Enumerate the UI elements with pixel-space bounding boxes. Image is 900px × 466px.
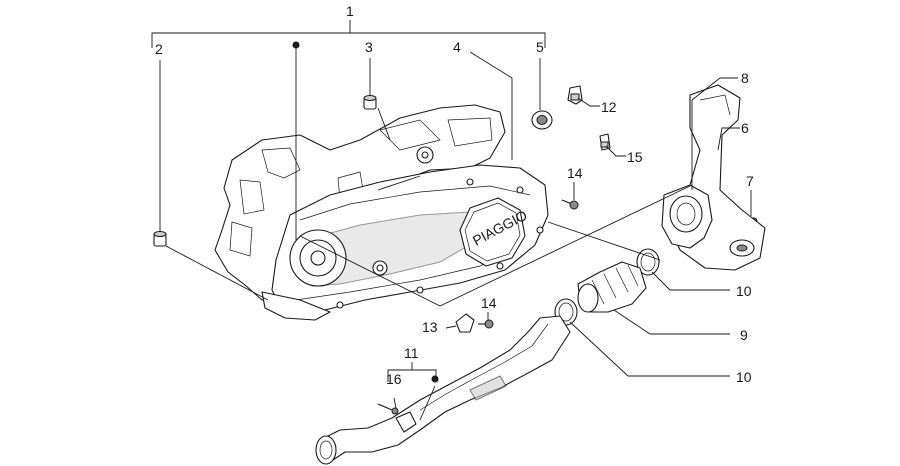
intake-pipe-11 — [315, 315, 571, 465]
callout-labels: 1 2 3 4 5 8 12 6 15 14 7 10 14 13 9 11 1… — [155, 3, 754, 387]
kit-marker-dot — [292, 41, 300, 49]
rubber-bellows-9 — [577, 261, 647, 313]
bolt-14-upper — [561, 199, 579, 210]
callout-16: 16 — [386, 371, 402, 387]
transmission-cover: PIAGGIO — [271, 164, 549, 319]
callout-9: 9 — [740, 327, 748, 343]
dowel-pin-2 — [153, 231, 167, 247]
clip-12 — [567, 85, 583, 105]
kit-marker-dot — [431, 375, 439, 383]
callout-6: 6 — [741, 120, 749, 136]
callout-1: 1 — [346, 3, 354, 19]
callout-5: 5 — [536, 39, 544, 55]
hose-clamp-10-upper — [636, 248, 660, 276]
leader-lines — [151, 20, 752, 421]
dowel-pin-3 — [363, 95, 377, 110]
callout-14-upper: 14 — [567, 165, 583, 181]
callout-7: 7 — [746, 173, 754, 189]
callout-10-lower: 10 — [736, 369, 752, 385]
bolt-14-lower — [478, 319, 494, 329]
callout-2: 2 — [155, 41, 163, 57]
oil-seal-5 — [531, 110, 553, 130]
callout-15: 15 — [627, 149, 643, 165]
callout-10-upper: 10 — [736, 283, 752, 299]
callout-14-lower: 14 — [481, 295, 497, 311]
screw-16 — [377, 403, 399, 415]
callout-8: 8 — [741, 70, 749, 86]
lower-bracket — [261, 291, 331, 321]
clip-15 — [599, 133, 611, 151]
callout-13: 13 — [422, 319, 438, 335]
callout-12: 12 — [601, 99, 617, 115]
callout-3: 3 — [365, 39, 373, 55]
callout-4: 4 — [453, 39, 461, 55]
clip-13 — [455, 313, 475, 333]
callout-11: 11 — [404, 345, 419, 361]
air-duct-elbow-8 — [661, 184, 713, 249]
